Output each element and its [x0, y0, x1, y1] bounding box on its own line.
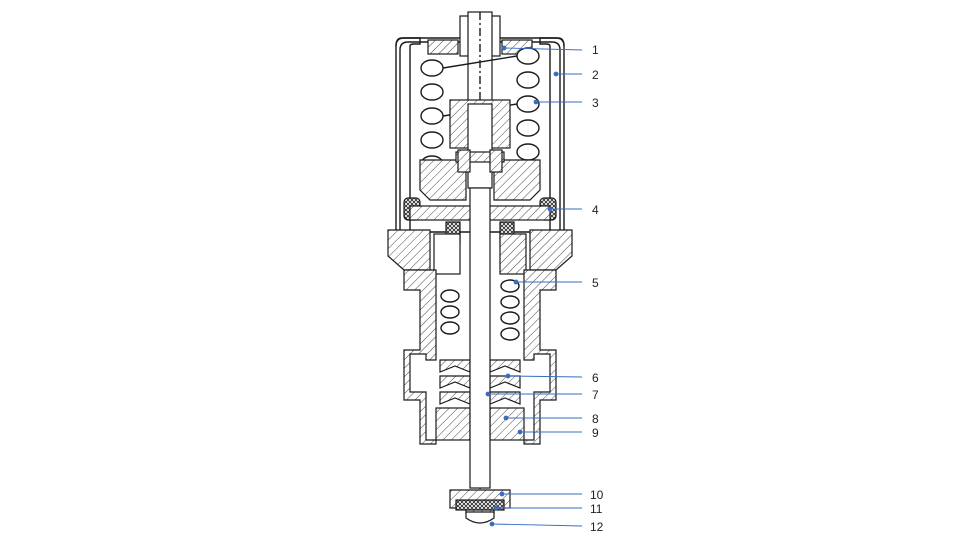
callout-label: 7	[592, 388, 599, 402]
callout-9: 9	[517, 426, 599, 440]
callout-7: 7	[485, 388, 599, 402]
callout-5: 5	[513, 276, 599, 290]
callout-2: 2	[553, 68, 599, 82]
callout-label: 8	[592, 412, 599, 426]
callout-label: 6	[592, 371, 599, 385]
mid-flange	[387, 205, 573, 275]
callout-label: 10	[590, 488, 604, 502]
callout-10: 10	[499, 488, 604, 502]
callout-3: 3	[533, 96, 599, 110]
callout-label: 3	[592, 96, 599, 110]
callout-label: 4	[592, 203, 599, 217]
callout-label: 11	[590, 502, 603, 516]
callout-label: 9	[592, 426, 599, 440]
callout-leader	[491, 523, 583, 527]
callout-leader	[503, 47, 583, 51]
callouts: 1 2 3 4 5 6 7	[485, 43, 604, 534]
callout-label: 1	[592, 43, 599, 57]
callout-label: 12	[590, 520, 604, 534]
callout-11: 11	[493, 502, 603, 516]
top-cap	[427, 11, 533, 500]
callout-12: 12	[489, 520, 604, 534]
callout-label: 5	[592, 276, 599, 290]
callout-8: 8	[503, 412, 599, 426]
callout-4: 4	[547, 203, 599, 217]
main-spring	[420, 47, 540, 173]
callout-leader	[507, 375, 583, 378]
callout-6: 6	[505, 371, 599, 385]
callout-1: 1	[501, 43, 599, 57]
valve-stem	[457, 149, 503, 489]
callout-label: 2	[592, 68, 599, 82]
